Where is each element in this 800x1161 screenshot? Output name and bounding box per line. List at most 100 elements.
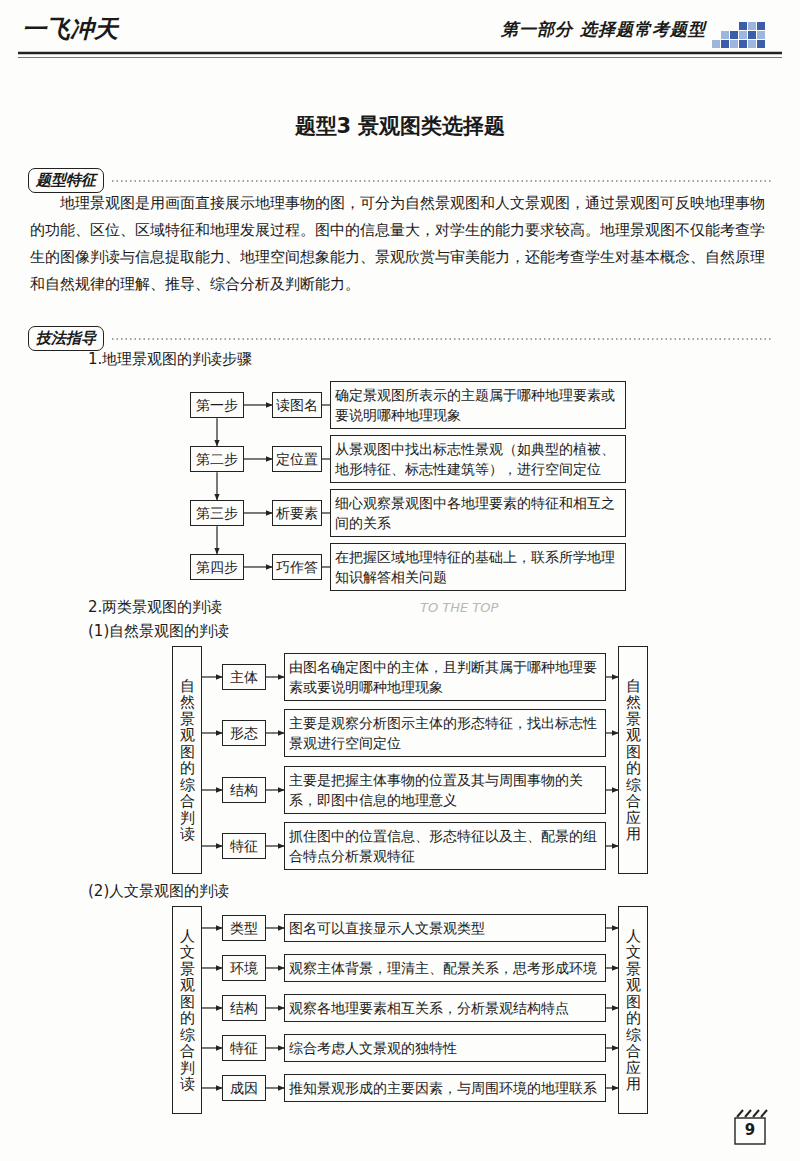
step-box: 类型	[222, 915, 266, 941]
node-text: 在把握区域地理特征的基础上，联系所学地理知识解答相关问题	[335, 547, 621, 588]
dotted-leader	[112, 180, 772, 181]
connector	[244, 458, 272, 459]
section-tag: 技法指导	[28, 326, 104, 351]
connector	[216, 472, 217, 500]
connector	[202, 927, 222, 928]
checker-cell	[748, 40, 756, 48]
section-header: 第一部分 选择题常考题型	[470, 18, 706, 41]
description-box: 观察主体背景，理清主、配景关系，思考形成环境	[284, 954, 606, 982]
connector	[322, 566, 330, 567]
connector	[606, 967, 618, 968]
connector	[202, 789, 222, 790]
node-text: 成因	[225, 1078, 263, 1098]
connector	[266, 1047, 284, 1048]
step-box: 特征	[222, 1035, 266, 1061]
description-box: 观察各地理要素相互关系，分析景观结构特点	[284, 994, 606, 1022]
step-box: 第二步	[190, 446, 244, 472]
checker-cell	[730, 40, 738, 48]
checker-cell	[757, 31, 765, 39]
step-box: 定位置	[272, 446, 322, 472]
description-box: 在把握区域地理特征的基础上，联系所学地理知识解答相关问题	[330, 543, 626, 592]
section-tag: 题型特征	[28, 168, 104, 193]
connector	[202, 1087, 222, 1088]
connector	[244, 404, 272, 405]
node-text: 图名可以直接显示人文景观类型	[289, 918, 601, 938]
node-text: 类型	[225, 918, 263, 938]
step-box: 巧作答	[272, 554, 322, 580]
connector	[322, 512, 330, 513]
node-text: 第四步	[193, 557, 241, 577]
node-text: 形态	[225, 723, 263, 743]
node-text: 技法指导	[36, 328, 96, 349]
checker-icon	[712, 22, 765, 48]
connector	[266, 967, 284, 968]
checker-cell	[712, 40, 720, 48]
step-box: 读图名	[272, 392, 322, 418]
description-box: 推知景观形成的主要因素，与周围环境的地理联系	[284, 1074, 606, 1102]
node-text: 巧作答	[275, 557, 319, 577]
node-text: 特征	[225, 1038, 263, 1058]
checker-cell	[721, 40, 729, 48]
connector	[322, 458, 330, 459]
checker-cell	[721, 31, 729, 39]
description-box: 从景观图中找出标志性景观（如典型的植被、地形特征、标志性建筑等），进行空间定位	[330, 435, 626, 484]
connector	[202, 1047, 222, 1048]
subheading: 2.两类景观图的判读	[88, 598, 222, 617]
connector	[202, 676, 222, 677]
node-text: 主要是把握主体事物的位置及其与周围事物的关系，即图中信息的地理意义	[289, 770, 601, 811]
connector	[606, 732, 618, 733]
node-text: 环境	[225, 958, 263, 978]
node-text: 第一步	[193, 395, 241, 415]
step-box: 成因	[222, 1075, 266, 1101]
header-rule	[18, 52, 782, 55]
page-title: 题型3 景观图类选择题	[0, 112, 800, 140]
step-box: 主体	[222, 664, 266, 690]
description-box: 确定景观图所表示的主题属于哪种地理要素或要说明哪种地理现象	[330, 381, 626, 430]
step-box: 结构	[222, 777, 266, 803]
connector	[266, 927, 284, 928]
node-text: 题型特征	[36, 170, 96, 191]
connector	[266, 1087, 284, 1088]
brand-logo: 一飞冲天	[22, 13, 118, 45]
step-box: 形态	[222, 720, 266, 746]
header-rule	[18, 57, 782, 58]
checker-cell	[739, 31, 747, 39]
connector	[266, 845, 284, 846]
node-text: 结构	[225, 998, 263, 1018]
connector	[606, 676, 618, 677]
checker-cell	[739, 22, 747, 30]
vertical-label-box: 自然景观图的综合应用	[618, 646, 648, 874]
step-box: 特征	[222, 833, 266, 859]
connector	[322, 404, 330, 405]
description-box: 综合考虑人文景观的独特性	[284, 1034, 606, 1062]
connector	[202, 1007, 222, 1008]
body-paragraph: 地理景观图是用画面直接展示地理事物的图，可分为自然景观图和人文景观图，通过景观图…	[30, 190, 770, 298]
checker-cell	[730, 31, 738, 39]
node-text: 第二步	[193, 449, 241, 469]
node-text: 观察各地理要素相互关系，分析景观结构特点	[289, 998, 601, 1018]
connector	[606, 1007, 618, 1008]
connector	[266, 676, 284, 677]
node-text: 确定景观图所表示的主题属于哪种地理要素或要说明哪种地理现象	[335, 385, 621, 426]
checker-cell	[748, 31, 756, 39]
node-text: 主要是观察分析图示主体的形态特征，找出标志性景观进行空间定位	[289, 713, 601, 754]
description-box: 图名可以直接显示人文景观类型	[284, 914, 606, 942]
vertical-text: 自然景观图的综合应用	[626, 678, 641, 843]
connector	[202, 967, 222, 968]
vertical-text: 自然景观图的综合判读	[180, 678, 195, 843]
connector	[244, 512, 272, 513]
checker-cell	[757, 40, 765, 48]
connector	[266, 732, 284, 733]
description-box: 主要是把握主体事物的位置及其与周围事物的关系，即图中信息的地理意义	[284, 766, 606, 815]
node-text: 细心观察景观图中各地理要素的特征和相互之间的关系	[335, 493, 621, 534]
dotted-leader	[112, 338, 772, 339]
node-text: 结构	[225, 780, 263, 800]
connector	[606, 927, 618, 928]
connector	[202, 732, 222, 733]
page-number-frame	[735, 1118, 765, 1144]
page-number-stripes	[737, 1110, 767, 1117]
step-box: 第四步	[190, 554, 244, 580]
step-box: 第一步	[190, 392, 244, 418]
step-box: 析要素	[272, 500, 322, 526]
